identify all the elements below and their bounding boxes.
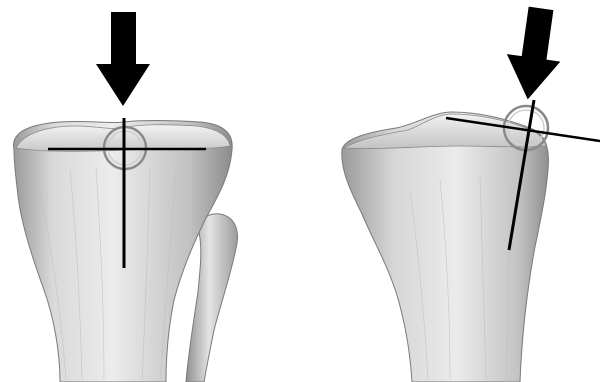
anterior-view-panel xyxy=(0,0,300,382)
down-arrow xyxy=(501,5,567,104)
lateral-view-panel xyxy=(300,0,600,382)
anterior-view-illustration xyxy=(0,0,300,382)
down-arrow xyxy=(96,12,150,106)
tibia-lateral xyxy=(342,112,549,382)
lateral-view-illustration xyxy=(300,0,600,382)
